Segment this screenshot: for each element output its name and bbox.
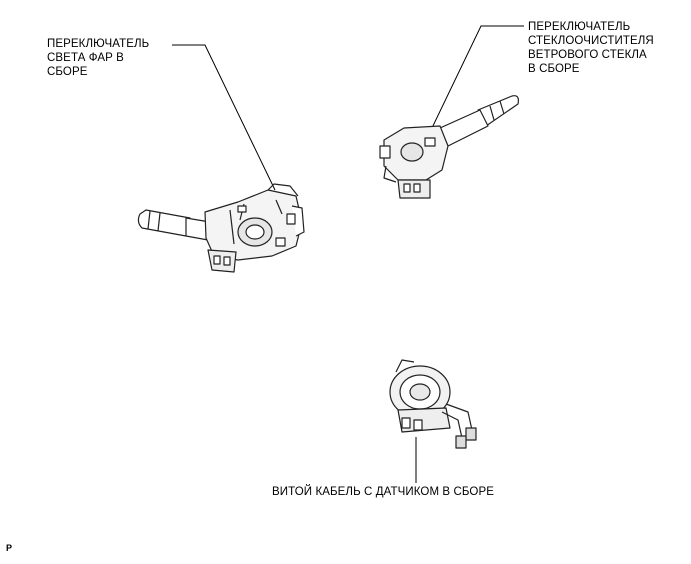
wiper-leader-line	[430, 25, 524, 131]
spiral-cable-label: ВИТОЙ КАБЕЛЬ С ДАТЧИКОМ В СБОРЕ	[272, 486, 495, 498]
spiral-cable-drawing	[389, 359, 477, 449]
figure-reference-label: P	[6, 543, 13, 553]
wiper-switch-label: ПЕРЕКЛЮЧАТЕЛЬ СТЕКЛООЧИСТИТЕЛЯ ВЕТРОВОГО…	[528, 21, 654, 75]
headlight-switch-drawing	[137, 183, 305, 273]
headlight-switch-label: ПЕРЕКЛЮЧАТЕЛЬ СВЕТА ФАР В СБОРЕ	[47, 38, 150, 78]
headlight-leader-line	[172, 44, 276, 191]
wiper-switch-drawing	[379, 95, 519, 199]
